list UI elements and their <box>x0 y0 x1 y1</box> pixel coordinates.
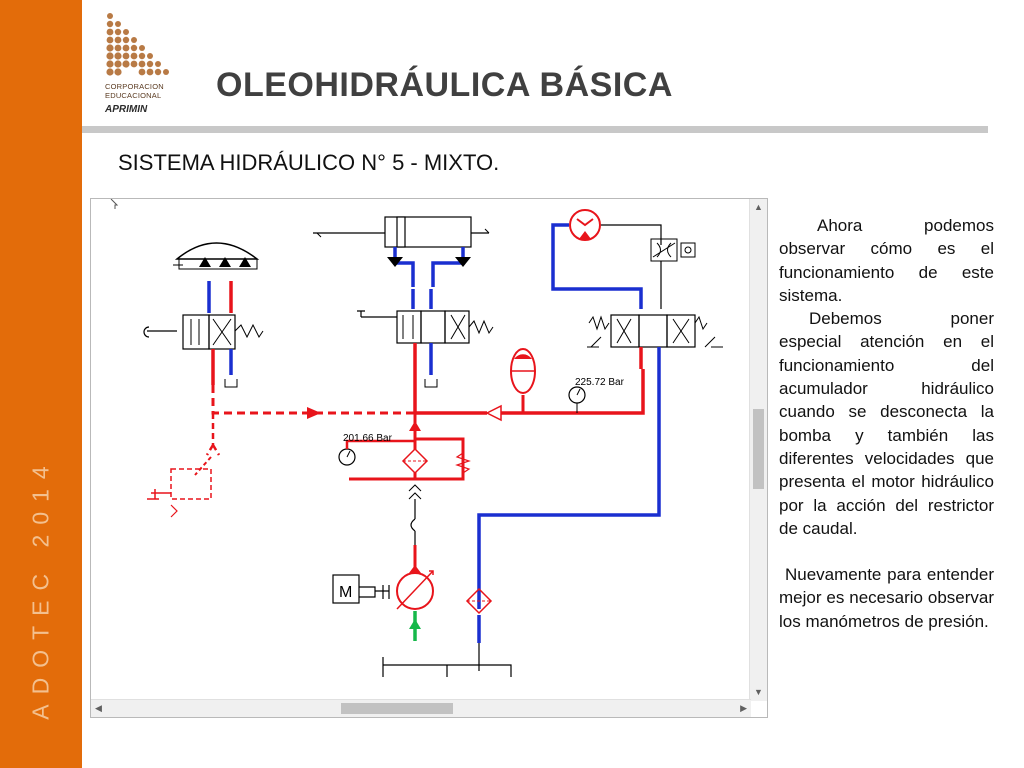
motor-label: M <box>339 584 352 601</box>
hydraulic-cylinder <box>313 216 490 248</box>
flow-restrictor <box>650 238 696 262</box>
directional-valve-right <box>587 314 723 348</box>
scroll-right-icon[interactable]: ▶ <box>740 703 747 713</box>
horizontal-scrollbar[interactable]: ◀ ▶ <box>91 699 751 717</box>
pressure-gauge-left: 201.66 Bar <box>338 433 415 466</box>
pilot-lever-valve <box>173 242 260 270</box>
explanation-text: Ahora podemos observar cómo es el funcio… <box>779 214 994 633</box>
hydraulic-schematic: 225.72 Bar <box>110 199 723 677</box>
slide-subtitle: SISTEMA HIDRÁULICO N° 5 - MIXTO. <box>118 150 500 175</box>
return-filter <box>465 587 493 615</box>
paragraph-1: Ahora podemos observar cómo es el funcio… <box>779 216 994 305</box>
logo-brand: APRIMIN <box>105 104 148 115</box>
relief-valve <box>147 456 212 518</box>
page-title: OLEOHIDRÁULICA BÁSICA <box>216 66 673 104</box>
accumulator <box>510 348 536 394</box>
horizontal-scroll-thumb[interactable] <box>341 703 453 714</box>
sidebar-vertical-text: ADOTEC 2014 <box>27 456 54 720</box>
pressure-gauge-right: 225.72 Bar <box>568 377 625 413</box>
gauge-right-label: 225.72 Bar <box>575 377 625 388</box>
gauge-left-label: 201.66 Bar <box>343 433 393 444</box>
vertical-scroll-thumb[interactable] <box>753 409 764 489</box>
hydraulic-motor <box>569 209 601 241</box>
paragraph-2: Debemos poner especial atención en el fu… <box>779 309 994 538</box>
paragraph-3: Nuevamente para entender mejor es necesa… <box>779 565 994 631</box>
scroll-up-icon[interactable]: ▲ <box>754 202 763 212</box>
pressure-filter <box>401 447 471 475</box>
logo-line-2: EDUCACIONAL <box>105 91 162 100</box>
directional-valve-center <box>357 310 494 344</box>
scroll-left-icon[interactable]: ◀ <box>95 703 102 713</box>
company-logo <box>106 13 169 78</box>
logo-line-1: CORPORACION <box>105 82 164 91</box>
directional-valve-left <box>143 314 264 350</box>
electric-motor: M <box>332 574 390 604</box>
sidebar: ADOTEC 2014 <box>0 0 82 768</box>
vertical-scrollbar[interactable]: ▲ ▼ <box>749 199 767 701</box>
hydraulic-diagram-window[interactable]: 225.72 Bar <box>90 198 768 718</box>
scroll-down-icon[interactable]: ▼ <box>754 687 763 697</box>
title-divider <box>82 126 988 133</box>
